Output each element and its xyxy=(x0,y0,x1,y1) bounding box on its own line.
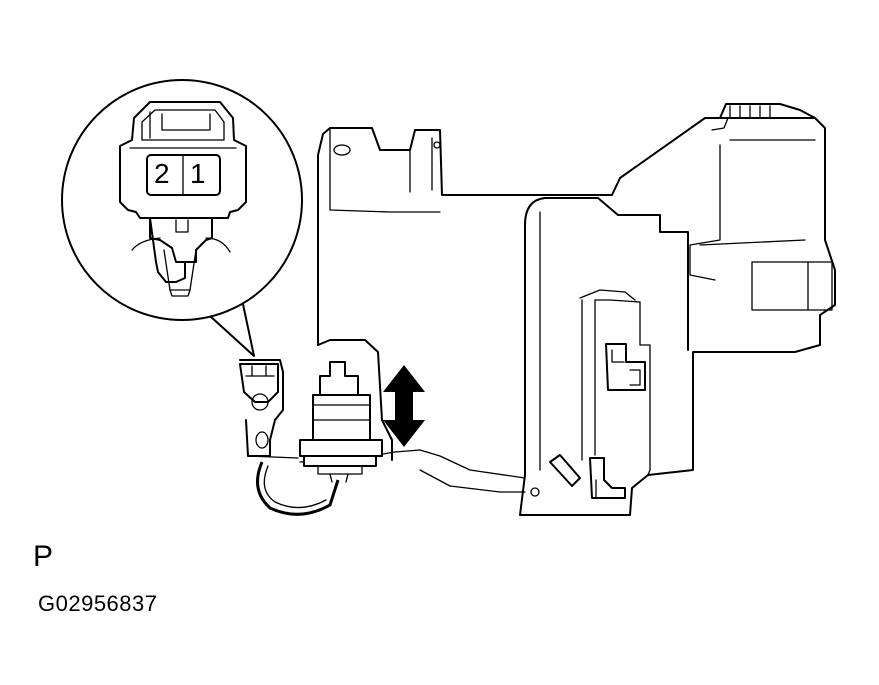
connector-detail-callout xyxy=(61,79,303,357)
double-vertical-arrow-icon xyxy=(383,365,425,447)
tank-connector xyxy=(239,359,299,459)
washer-pump xyxy=(299,339,393,483)
view-letter: P xyxy=(33,540,54,573)
pin-1-label: 1 xyxy=(190,158,206,189)
figure-id: G02956837 xyxy=(38,591,158,616)
pin-2-label: 2 xyxy=(154,158,170,189)
washer-tank-body xyxy=(299,103,836,516)
wire-harness xyxy=(256,461,340,516)
